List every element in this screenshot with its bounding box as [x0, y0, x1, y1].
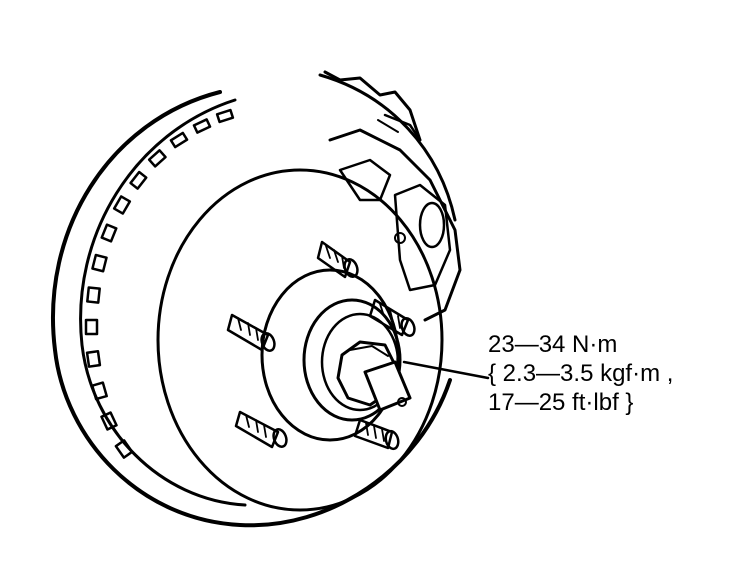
torque-specification-callout: 23—34 N·m { 2.3—3.5 kgf·m , 17—25 ft·lbf…	[488, 330, 673, 417]
torque-ftlbf-value: 17—25 ft·lbf }	[488, 389, 634, 416]
wheel-stud-2	[368, 298, 416, 337]
torque-kgfm-value: { 2.3—3.5 kgf·m ,	[488, 360, 674, 387]
rotor-vent-slots	[84, 108, 235, 459]
callout-leader-line	[402, 360, 490, 380]
torque-nm-value: 23—34 N·m	[488, 331, 618, 358]
wheel-stud-4	[234, 410, 288, 449]
wheel-stud-3	[226, 313, 276, 352]
wheel-stud-5	[353, 418, 400, 451]
brake-disc-rotor	[51, 73, 457, 528]
wheel-hub	[260, 268, 402, 442]
caliper-dust-shield	[323, 70, 462, 322]
wheel-stud-1	[316, 240, 359, 279]
rotor-hat-face	[156, 168, 444, 512]
spindle-end	[363, 360, 412, 412]
